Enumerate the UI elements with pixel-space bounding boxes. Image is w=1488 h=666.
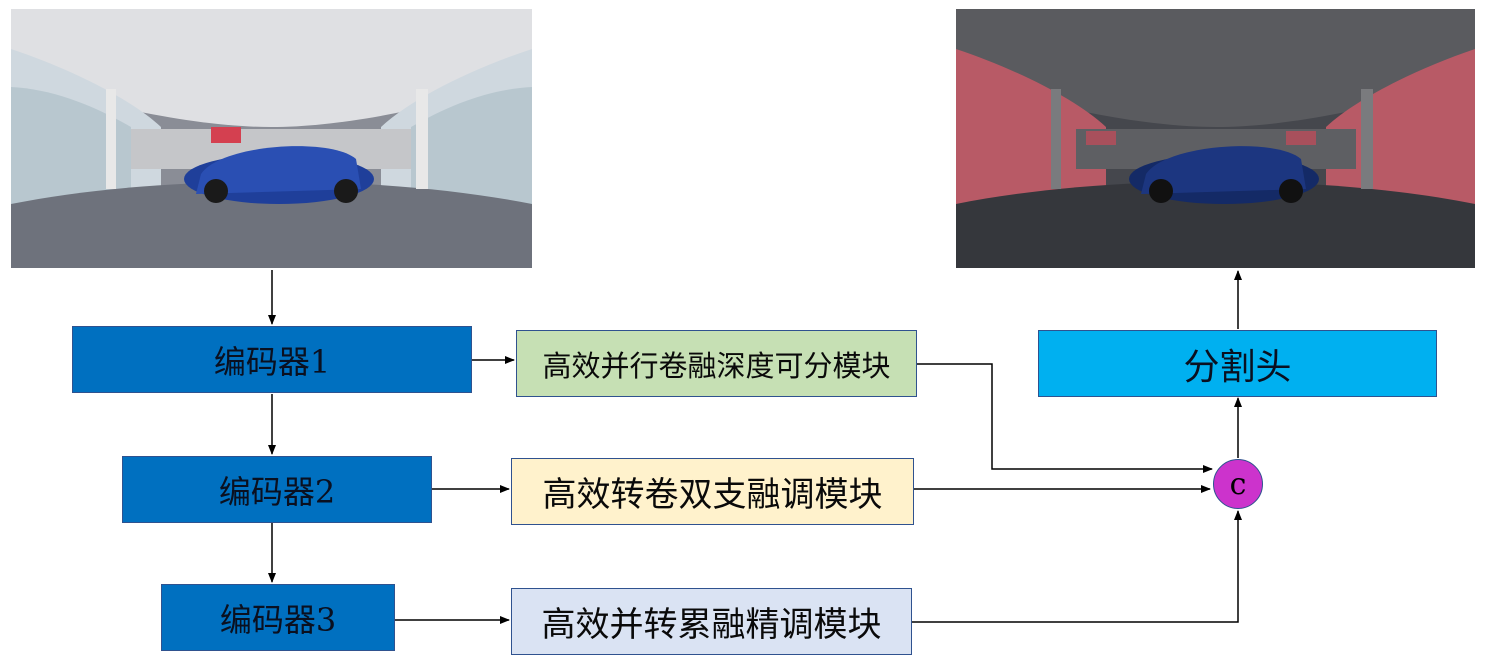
arrow-module3-to-concat [912, 510, 1242, 623]
encoder-2-block: 编码器2 [122, 456, 432, 523]
module-3-block: 高效并转累融精调模块 [511, 588, 912, 655]
arrow-module1-to-concat [917, 363, 1213, 473]
encoder-3-block: 编码器3 [161, 584, 395, 651]
encoder-1-block: 编码器1 [72, 326, 472, 393]
module-1-block: 高效并行卷融深度可分模块 [516, 330, 917, 397]
segmentation-head-block: 分割头 [1038, 330, 1437, 397]
panorama-segmentation-overlay [956, 9, 1475, 268]
module-2-block: 高效转卷双支融调模块 [511, 458, 914, 525]
panorama-showroom-photo [11, 9, 532, 268]
concat-node: c [1213, 459, 1263, 509]
input-panorama-image [11, 9, 532, 268]
output-segmentation-image [956, 9, 1475, 268]
